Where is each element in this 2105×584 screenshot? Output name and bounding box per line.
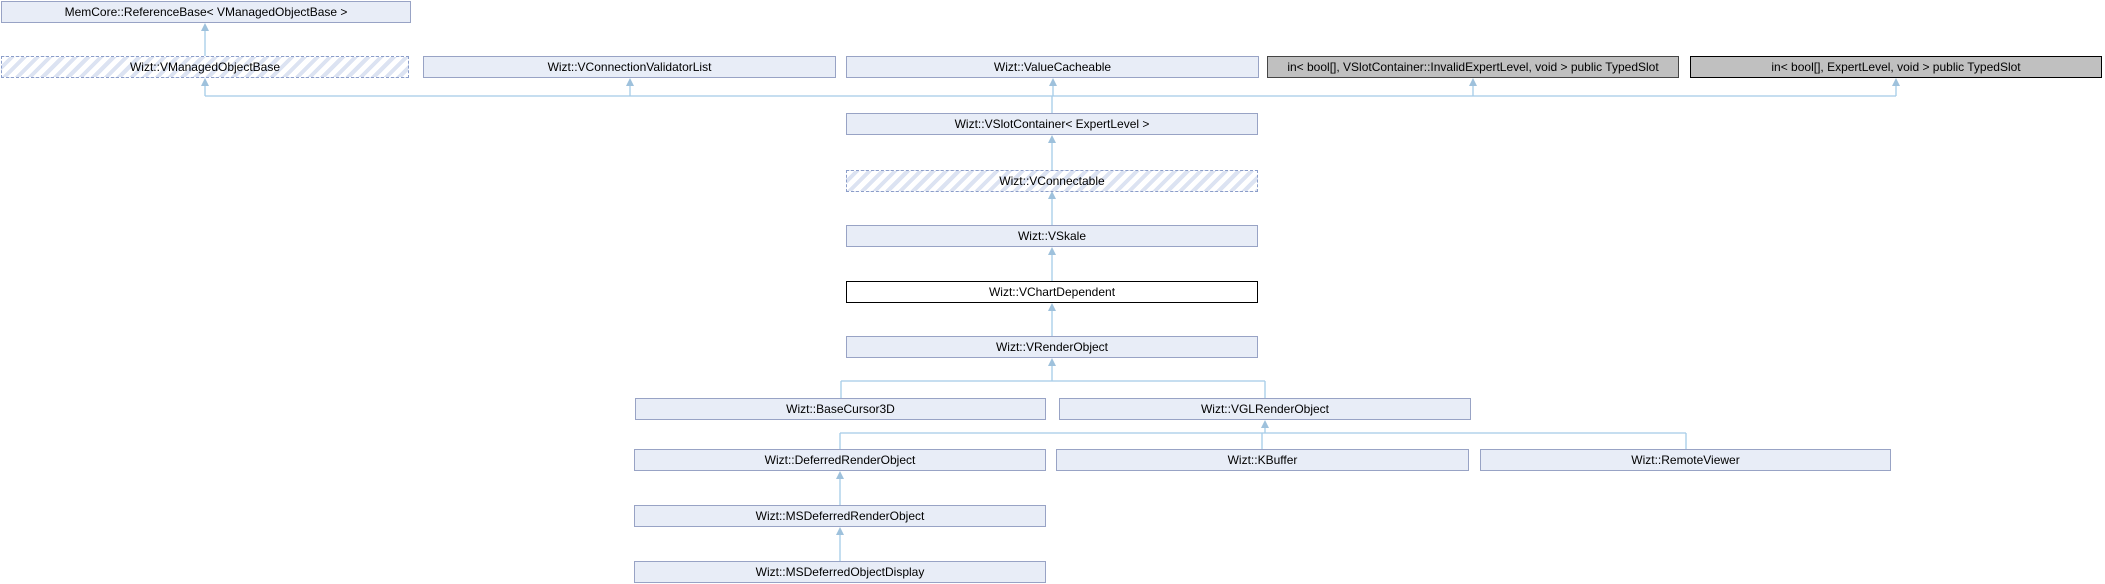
edge-arrowhead bbox=[1892, 78, 1900, 86]
node-msdeferredrenderobject[interactable]: Wizt::MSDeferredRenderObject bbox=[634, 505, 1046, 527]
node-label-msdeferredobjectdisplay: Wizt::MSDeferredObjectDisplay bbox=[755, 565, 925, 579]
node-label-typedslot-expertlevel: in< bool[], ExpertLevel, void > public T… bbox=[1771, 60, 2021, 74]
node-msdeferredobjectdisplay[interactable]: Wizt::MSDeferredObjectDisplay bbox=[634, 561, 1046, 583]
node-vmanagedobjectbase: Wizt::VManagedObjectBase bbox=[1, 56, 409, 78]
node-label-deferredrenderobject: Wizt::DeferredRenderObject bbox=[764, 453, 916, 467]
node-label-vglrenderobject: Wizt::VGLRenderObject bbox=[1200, 402, 1330, 416]
node-basecursor3d[interactable]: Wizt::BaseCursor3D bbox=[635, 398, 1046, 420]
node-vskale[interactable]: Wizt::VSkale bbox=[846, 225, 1258, 247]
edge-arrowhead bbox=[1048, 358, 1056, 366]
edge-arrowhead bbox=[1261, 420, 1269, 428]
edge-arrowhead bbox=[1048, 247, 1056, 255]
node-vrenderobject[interactable]: Wizt::VRenderObject bbox=[846, 336, 1258, 358]
edge-arrowhead bbox=[1048, 191, 1056, 199]
node-vchartdependent: Wizt::VChartDependent bbox=[846, 281, 1258, 303]
node-label-vmanagedobjectbase: Wizt::VManagedObjectBase bbox=[129, 60, 281, 74]
node-remoteviewer[interactable]: Wizt::RemoteViewer bbox=[1480, 449, 1891, 471]
edge-arrowhead bbox=[626, 78, 634, 86]
node-vconnectionvalidatorlist[interactable]: Wizt::VConnectionValidatorList bbox=[423, 56, 836, 78]
edge-arrowhead bbox=[1469, 78, 1477, 86]
node-label-vchartdependent: Wizt::VChartDependent bbox=[988, 285, 1116, 299]
edge-arrowhead bbox=[836, 471, 844, 479]
edge-arrowhead bbox=[201, 23, 209, 31]
node-memcore-referencebase[interactable]: MemCore::ReferenceBase< VManagedObjectBa… bbox=[1, 1, 411, 23]
node-label-vskale: Wizt::VSkale bbox=[1017, 229, 1086, 243]
edge-arrowhead bbox=[1048, 135, 1056, 143]
node-label-kbuffer: Wizt::KBuffer bbox=[1227, 453, 1298, 467]
node-label-msdeferredrenderobject: Wizt::MSDeferredRenderObject bbox=[755, 509, 925, 523]
node-kbuffer[interactable]: Wizt::KBuffer bbox=[1056, 449, 1469, 471]
node-vconnectable: Wizt::VConnectable bbox=[846, 170, 1258, 192]
node-vslotcontainer[interactable]: Wizt::VSlotContainer< ExpertLevel > bbox=[846, 113, 1258, 135]
node-label-memcore-referencebase: MemCore::ReferenceBase< VManagedObjectBa… bbox=[64, 5, 348, 19]
edge-arrowhead bbox=[1048, 303, 1056, 311]
node-valuecacheable[interactable]: Wizt::ValueCacheable bbox=[846, 56, 1259, 78]
node-label-typedslot-invalidexpertlevel: in< bool[], VSlotContainer::InvalidExper… bbox=[1287, 60, 1659, 74]
edge-arrowhead bbox=[201, 78, 209, 86]
node-label-basecursor3d: Wizt::BaseCursor3D bbox=[786, 402, 895, 416]
edge-arrowhead bbox=[836, 527, 844, 535]
node-vglrenderobject[interactable]: Wizt::VGLRenderObject bbox=[1059, 398, 1471, 420]
node-label-vrenderobject: Wizt::VRenderObject bbox=[995, 340, 1109, 354]
node-label-vslotcontainer: Wizt::VSlotContainer< ExpertLevel > bbox=[954, 117, 1150, 131]
node-label-valuecacheable: Wizt::ValueCacheable bbox=[993, 60, 1112, 74]
node-label-remoteviewer: Wizt::RemoteViewer bbox=[1631, 453, 1740, 467]
edge-arrowhead bbox=[1049, 78, 1057, 86]
node-typedslot-invalidexpertlevel: in< bool[], VSlotContainer::InvalidExper… bbox=[1267, 56, 1679, 78]
node-deferredrenderobject[interactable]: Wizt::DeferredRenderObject bbox=[634, 449, 1046, 471]
node-typedslot-expertlevel: in< bool[], ExpertLevel, void > public T… bbox=[1690, 56, 2102, 78]
node-label-vconnectionvalidatorlist: Wizt::VConnectionValidatorList bbox=[547, 60, 712, 74]
node-label-vconnectable: Wizt::VConnectable bbox=[999, 174, 1105, 188]
